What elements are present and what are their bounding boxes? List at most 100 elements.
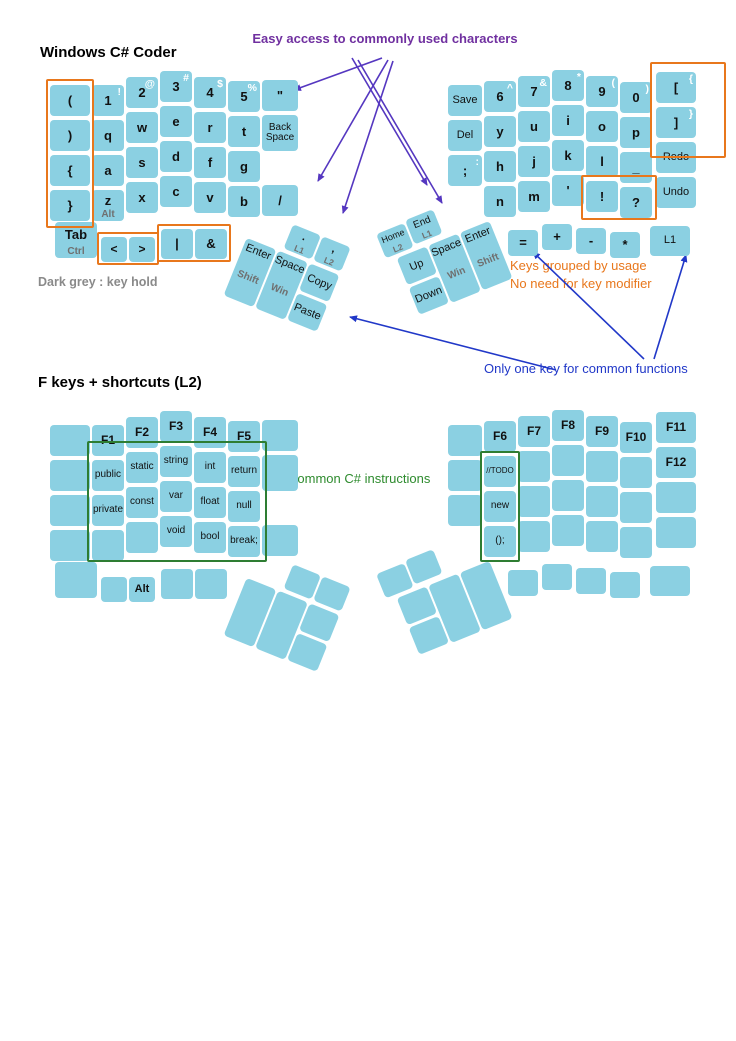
tap-label: string (163, 455, 189, 467)
tap-label: f (207, 154, 213, 170)
key-symbol: ? (620, 187, 652, 218)
tap-label: Undo (662, 185, 690, 198)
key-private: private (92, 495, 124, 526)
key-blank (126, 522, 158, 553)
tap-label: Up (407, 256, 426, 274)
tap-label: Enter (243, 241, 273, 263)
key-blank (518, 451, 550, 482)
key-int: int (194, 452, 226, 483)
purple-annotation-arrow (351, 57, 428, 186)
key-symbol: * (610, 232, 640, 258)
key-symbol: ( (50, 85, 90, 116)
key-static: static (126, 452, 158, 483)
tap-label: / (278, 192, 282, 208)
tap-label: . (300, 231, 308, 244)
shift-label: & (539, 77, 547, 89)
key-blank (620, 492, 652, 523)
key-6: ^6 (484, 81, 516, 112)
key-3: #3 (160, 71, 192, 102)
layer2-title: F keys + shortcuts (L2) (38, 374, 202, 391)
tap-label: } (67, 197, 73, 213)
tap-label: F9 (594, 424, 609, 439)
key-f3: F3 (160, 411, 192, 442)
key-0: )0 (620, 82, 652, 113)
key-blank (552, 445, 584, 476)
tap-label: F1 (100, 433, 115, 448)
tap-label: 6 (496, 88, 504, 104)
key-symbol: / (262, 185, 298, 216)
tap-label: & (206, 236, 216, 252)
note-one-key: Only one key for common functions (484, 361, 688, 376)
tap-label: F6 (492, 429, 507, 444)
key-blank (55, 562, 97, 598)
key-symbol: ! (586, 181, 618, 212)
key-symbol: (); (484, 526, 516, 557)
tap-label: d (172, 148, 180, 164)
orange-highlight-box (157, 224, 231, 262)
key-blank (656, 517, 696, 548)
purple-annotation-arrow (341, 60, 394, 214)
key-symbol: _ (620, 152, 652, 183)
tap-label: n (496, 193, 504, 209)
key-blank (542, 564, 572, 590)
tap-label: 7 (530, 83, 538, 99)
key-symbol: ) (50, 120, 90, 151)
note-key-hold-legend: Dark grey : key hold (38, 275, 158, 289)
tap-label: Copy (305, 271, 334, 293)
tap-label: Back Space (265, 121, 295, 143)
key-n: n (484, 186, 516, 217)
purple-annotation-arrow (357, 59, 443, 204)
key-f5: F5 (228, 421, 260, 452)
orange-highlight-box (97, 232, 159, 265)
shift-label: ^ (506, 82, 513, 94)
tap-label: 4 (206, 84, 214, 100)
key-blank (262, 525, 298, 556)
note-easy-access: Easy access to commonly used characters (252, 31, 518, 46)
key-9: (9 (586, 76, 618, 107)
key-var: var (160, 481, 192, 512)
key-blank (586, 486, 618, 517)
key-x: x (126, 182, 158, 213)
tap-label: z (104, 192, 112, 208)
key-blank (656, 482, 696, 513)
tap-label: v (206, 189, 214, 205)
key-blank (518, 521, 550, 552)
key-symbol: < (101, 237, 127, 262)
key-alt: Alt (129, 577, 155, 602)
key-m: m (518, 181, 550, 212)
key-b: b (228, 186, 260, 217)
key-blank (262, 420, 298, 451)
shift-label: { (688, 73, 693, 85)
tap-label: q (104, 127, 112, 143)
key-blank (50, 460, 90, 491)
key-float: float (194, 487, 226, 518)
key-break: break; (228, 526, 260, 557)
tap-label: r (207, 119, 213, 135)
tap-label: void (166, 525, 186, 537)
key-v: v (194, 182, 226, 213)
tap-label: Save (452, 93, 478, 106)
tap-label: Down (413, 283, 444, 306)
key-blank (620, 457, 652, 488)
tap-label: 8 (564, 77, 572, 93)
shift-label: : (475, 156, 480, 168)
key-f8: F8 (552, 410, 584, 441)
key-k: k (552, 140, 584, 171)
note-keys-grouped: Keys grouped by usage (510, 258, 647, 273)
green-highlight-box (87, 441, 267, 562)
shift-label: ) (645, 83, 650, 95)
tap-label: k (564, 147, 572, 163)
key-f: f (194, 147, 226, 178)
key-back-space: Back Space (262, 115, 298, 151)
tap-label: e (172, 113, 180, 129)
key-bool: bool (194, 522, 226, 553)
layer1-title: Windows C# Coder (40, 44, 177, 61)
key-symbol: = (508, 230, 538, 256)
tap-label: ! (599, 188, 605, 204)
tap-label: L1 (663, 234, 677, 247)
orange-highlight-box (650, 62, 726, 158)
key-blank (586, 521, 618, 552)
key-new: new (484, 491, 516, 522)
key-8: *8 (552, 70, 584, 101)
tap-label: Del (456, 128, 474, 141)
